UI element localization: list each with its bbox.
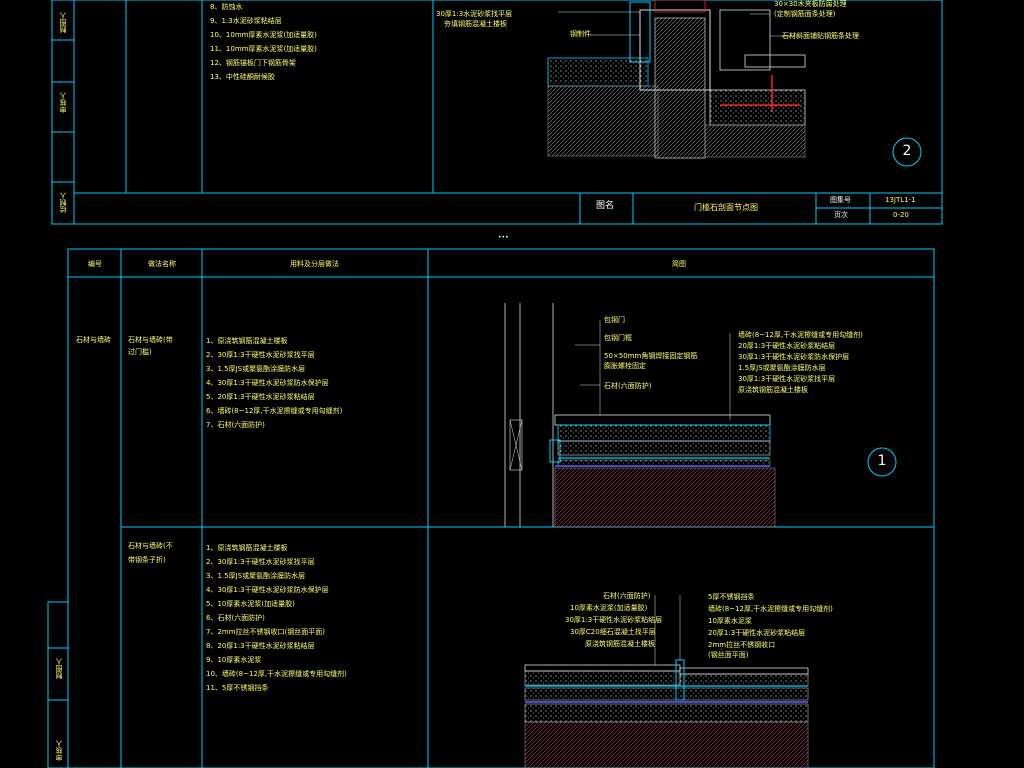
top-callout-3: (定制钢筋面条处理) [774, 10, 836, 18]
top-step: 13、中性硅酮耐候胶 [210, 73, 275, 81]
row1-title-1: 石材与墙砖(带 [128, 336, 173, 344]
d2-callout-left: 30厚C20细石混凝土找平层 [570, 628, 656, 636]
row1-title-2: 过门槛) [128, 348, 152, 356]
title-block-name: 门槛石剖面节点图 [694, 203, 758, 212]
top-side-label-1: 制图人 [59, 12, 67, 33]
top-detail-drawing [547, 0, 922, 167]
d2-callout-right: (钢丝面平面) [708, 651, 749, 659]
top-sheet-frame [51, 0, 943, 225]
d1-callout-left: 石材(六面防护) [604, 382, 652, 390]
row2-step: 6、石材(六面防护) [206, 614, 265, 622]
row1-step: 4、30厚1:3干硬性水泥砂浆防水保护层 [206, 379, 329, 387]
header-col-sketch: 简图 [672, 260, 686, 268]
d1-callout-right: 1.5厚JS或聚氨酯涂膜防水层 [738, 364, 826, 372]
bottom-sheet-frame [47, 248, 935, 768]
detail-1-drawing [504, 303, 897, 528]
d2-callout-right: 墙砖(8~12厚,干水泥擦缝或专用勾缝剂) [708, 605, 833, 613]
title-block-page: 0-20 [893, 211, 909, 219]
d2-callout-left: 石材(六面防护) [603, 592, 651, 600]
detail-2-drawing [524, 595, 809, 768]
row1-step: 6、墙砖(8~12厚,干水泥擦缝或专用勾缝剂) [206, 407, 343, 415]
d2-callout-left: 30厚1:3干硬性水泥砂浆粘结层 [565, 616, 663, 624]
top-side-label-3: 绘制人 [59, 192, 67, 213]
title-block-name-label: 图名 [596, 201, 615, 211]
header-col-name: 做法名称 [148, 260, 176, 268]
row1-step: 2、30厚1:3干硬性水泥砂浆找平层 [206, 351, 315, 359]
row2-step: 11、5厚不锈钢挡条 [206, 684, 269, 692]
d1-callout-left: 膨胀螺栓固定 [604, 362, 646, 370]
title-block-page-label: 页次 [834, 211, 848, 219]
row2-step: 7、2mm拉丝不锈钢收口(钢丝面平面) [206, 628, 326, 636]
d1-callout-left: 包钢门框 [604, 334, 632, 342]
d2-callout-left: 10厚素水泥浆(加适量胶) [570, 604, 648, 612]
title-block-no-label: 图集号 [830, 196, 851, 204]
top-note-1: 30厚1:3水泥砂浆找平层 [436, 10, 513, 18]
d1-callout-right: 20厚1:3干硬性水泥砂浆粘结层 [738, 342, 836, 350]
row1-step: 7、石材(六面防护) [206, 421, 265, 429]
top-note-2: 夯填钢筋混凝土楼板 [444, 20, 507, 28]
sheet-separator-mark: ••• [498, 234, 509, 241]
row2-title-2: 带钢条子折) [128, 556, 166, 564]
d1-callout-left: 包钢门 [604, 316, 625, 324]
top-step: 10、10mm厚素水泥浆(加适量胶) [210, 31, 317, 39]
top-callout-4: 石材斜面铺贴钢筋条处理 [782, 32, 859, 40]
row2-step: 2、30厚1:3干硬性水泥砂浆找平层 [206, 558, 315, 566]
header-col-method: 用料及分层做法 [290, 260, 339, 268]
d2-callout-right: 5厚不锈钢挡条 [708, 593, 755, 601]
d1-callout-right: 墙砖(8~12厚,干水泥擦缝或专用勾缝剂) [738, 331, 863, 339]
row2-step: 3、1.5厚JS或聚氨酯涂膜防水层 [206, 572, 306, 580]
d2-callout-left: 原浇筑钢筋混凝土楼板 [585, 640, 655, 648]
row2-step: 10、墙砖(8~12厚,干水泥擦缝或专用勾缝剂) [206, 670, 347, 678]
title-block-no: 13JTL1-1 [885, 196, 916, 204]
row-category-name: 石材与墙砖 [76, 336, 111, 344]
top-callout-1: 钢制件 [570, 30, 591, 38]
top-step: 11、10mm厚素水泥浆(加适量胶) [210, 45, 317, 53]
row2-step: 1、原浇筑钢筋混凝土楼板 [206, 544, 288, 552]
top-step: 12、钢筋锚板门下钢筋骨架 [210, 59, 296, 67]
d1-callout-right: 30厚1:3干硬性水泥砂浆找平层 [738, 375, 836, 383]
row2-step: 9、10厚素水泥浆 [206, 656, 262, 664]
top-callout-2: 30×30木夹板防腐处理 [774, 0, 847, 8]
row1-step: 1、原浇筑钢筋混凝土楼板 [206, 337, 288, 345]
d1-callout-right: 30厚1:3干硬性水泥砂浆防水保护层 [738, 353, 850, 361]
row2-step: 4、30厚1:3干硬性水泥砂浆防水保护层 [206, 586, 329, 594]
top-step: 8、防蚀水 [210, 3, 243, 11]
d2-callout-right: 2mm拉丝不锈钢收口 [708, 641, 776, 649]
row2-title-1: 石材与墙砖(不 [128, 542, 173, 550]
d1-callout-right: 原浇筑钢筋混凝土楼板 [738, 386, 808, 394]
top-side-label-2: 审核人 [59, 92, 67, 113]
row1-step: 3、1.5厚JS或聚氨酯涂膜防水层 [206, 365, 306, 373]
d1-callout-left: 50×50mm角钢焊接固定钢筋 [604, 352, 698, 360]
bottom-side-label-2: 审核人 [55, 740, 63, 761]
bottom-side-label-1: 制图人 [55, 658, 63, 679]
detail-number-2: 2 [902, 143, 912, 159]
row2-step: 8、20厚1:3干硬性水泥砂浆粘结层 [206, 642, 315, 650]
d2-callout-right: 20厚1:3干硬性水泥砂浆粘结层 [708, 629, 806, 637]
d2-callout-right: 10厚素水泥浆 [708, 617, 752, 625]
row2-step: 5、10厚素水泥浆(加适量胶) [206, 600, 295, 608]
detail-number-1: 1 [877, 453, 887, 469]
row1-step: 5、20厚1:3干硬性水泥砂浆粘结层 [206, 393, 315, 401]
header-col-number: 编号 [88, 260, 102, 268]
top-step: 9、1:3水泥砂浆粘结层 [210, 17, 282, 25]
